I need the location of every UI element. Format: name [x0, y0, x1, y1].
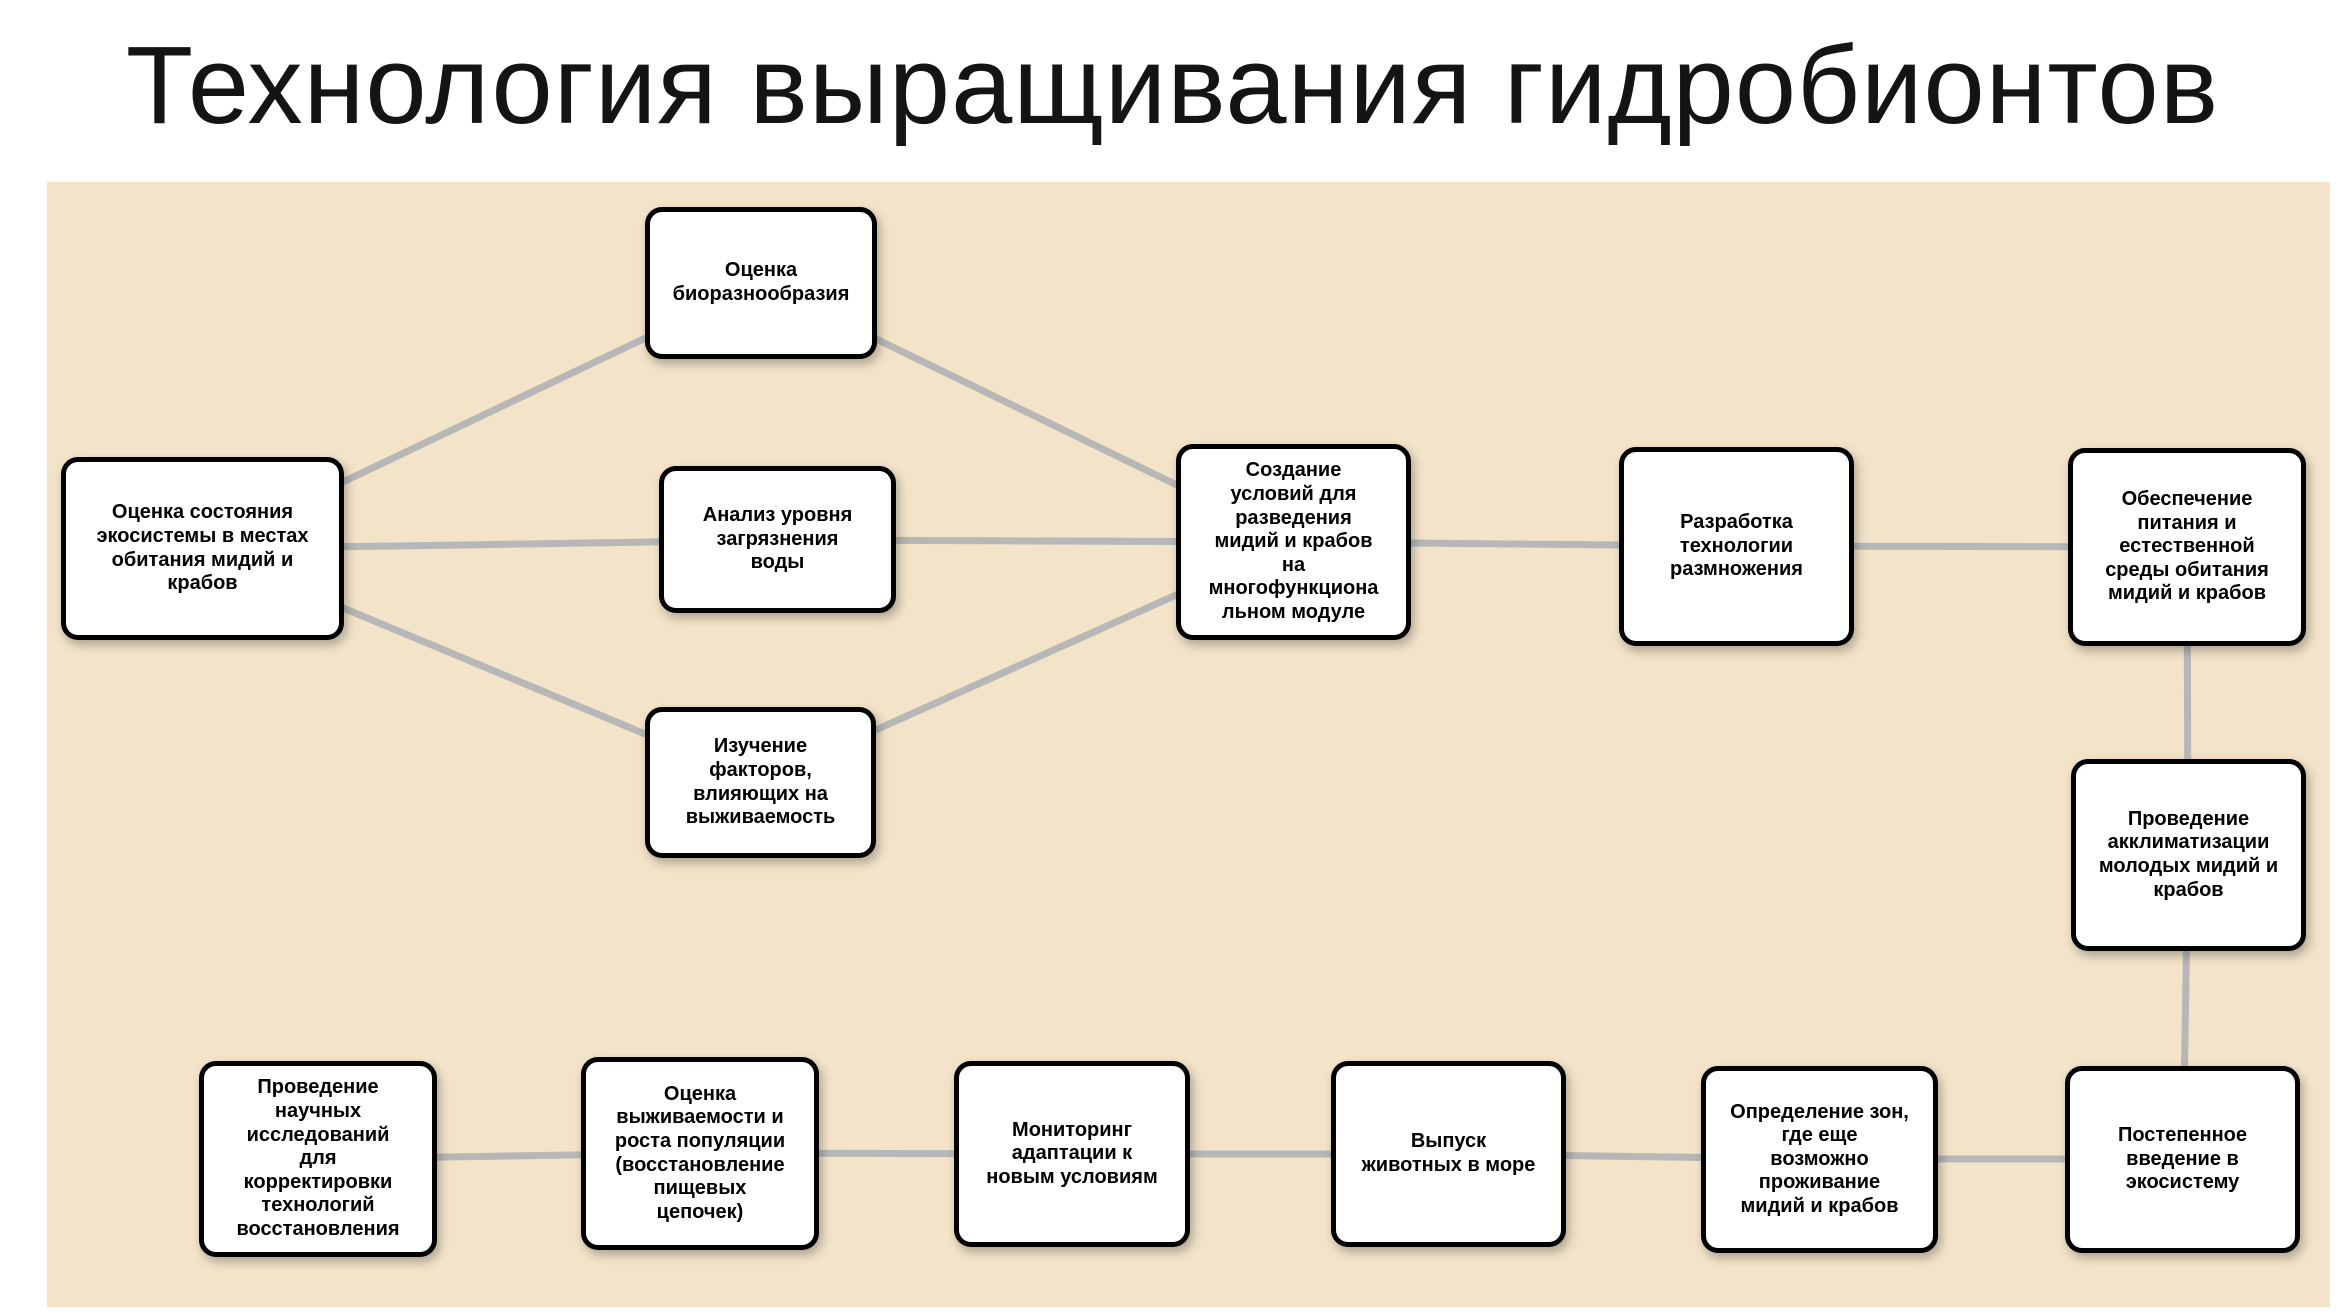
node-reproduction-technology: Разработка технологии размножения — [1619, 447, 1854, 646]
node-survival-factors-study: Изучение факторов, влияющих на выживаемо… — [645, 707, 876, 858]
node-label: Постепенное введение в экосистему — [2117, 1124, 2248, 1194]
node-label: Выпуск животных в море — [1361, 1130, 1536, 1176]
node-label: Оценка состояния экосистемы в местах оби… — [96, 501, 309, 595]
node-zones-determination: Определение зон, где еще возможно прожив… — [1701, 1066, 1938, 1253]
node-label: Изучение факторов, влияющих на выживаемо… — [685, 735, 836, 829]
node-label: Определение зон, где еще возможно прожив… — [1730, 1100, 1909, 1217]
node-label: Анализ уровня загрязнения воды — [702, 504, 853, 574]
node-label: Обеспечение питания и естественной среды… — [2105, 488, 2269, 605]
node-breeding-conditions-module: Создание условий для разведения мидий и … — [1176, 444, 1411, 640]
node-ecosystem-state-assessment: Оценка состояния экосистемы в местах оби… — [61, 457, 344, 640]
node-water-pollution-analysis: Анализ уровня загрязнения воды — [659, 466, 896, 613]
node-label: Мониторинг адаптации к новым условиям — [986, 1118, 1158, 1188]
node-label: Проведение акклиматизации молодых мидий … — [2098, 807, 2279, 901]
node-acclimatization: Проведение акклиматизации молодых мидий … — [2071, 759, 2306, 951]
node-sea-release: Выпуск животных в море — [1331, 1061, 1566, 1247]
node-population-survival-assessment: Оценка выживаемости и роста популяции (в… — [581, 1057, 819, 1250]
node-label: Создание условий для разведения мидий и … — [1208, 459, 1379, 623]
node-nutrition-habitat-support: Обеспечение питания и естественной среды… — [2068, 448, 2306, 646]
node-gradual-ecosystem-introduction: Постепенное введение в экосистему — [2065, 1066, 2300, 1253]
node-label: Оценка биоразнообразия — [672, 259, 850, 305]
node-biodiversity-assessment: Оценка биоразнообразия — [645, 207, 877, 359]
node-label: Проведение научных исследований для корр… — [236, 1076, 400, 1240]
node-corrective-research: Проведение научных исследований для корр… — [199, 1061, 437, 1257]
node-label: Оценка выживаемости и роста популяции (в… — [614, 1082, 786, 1223]
node-adaptation-monitoring: Мониторинг адаптации к новым условиям — [954, 1061, 1190, 1247]
node-label: Разработка технологии размножения — [1670, 511, 1803, 581]
diagram-title: Технология выращивания гидробионтов — [125, 24, 2220, 147]
